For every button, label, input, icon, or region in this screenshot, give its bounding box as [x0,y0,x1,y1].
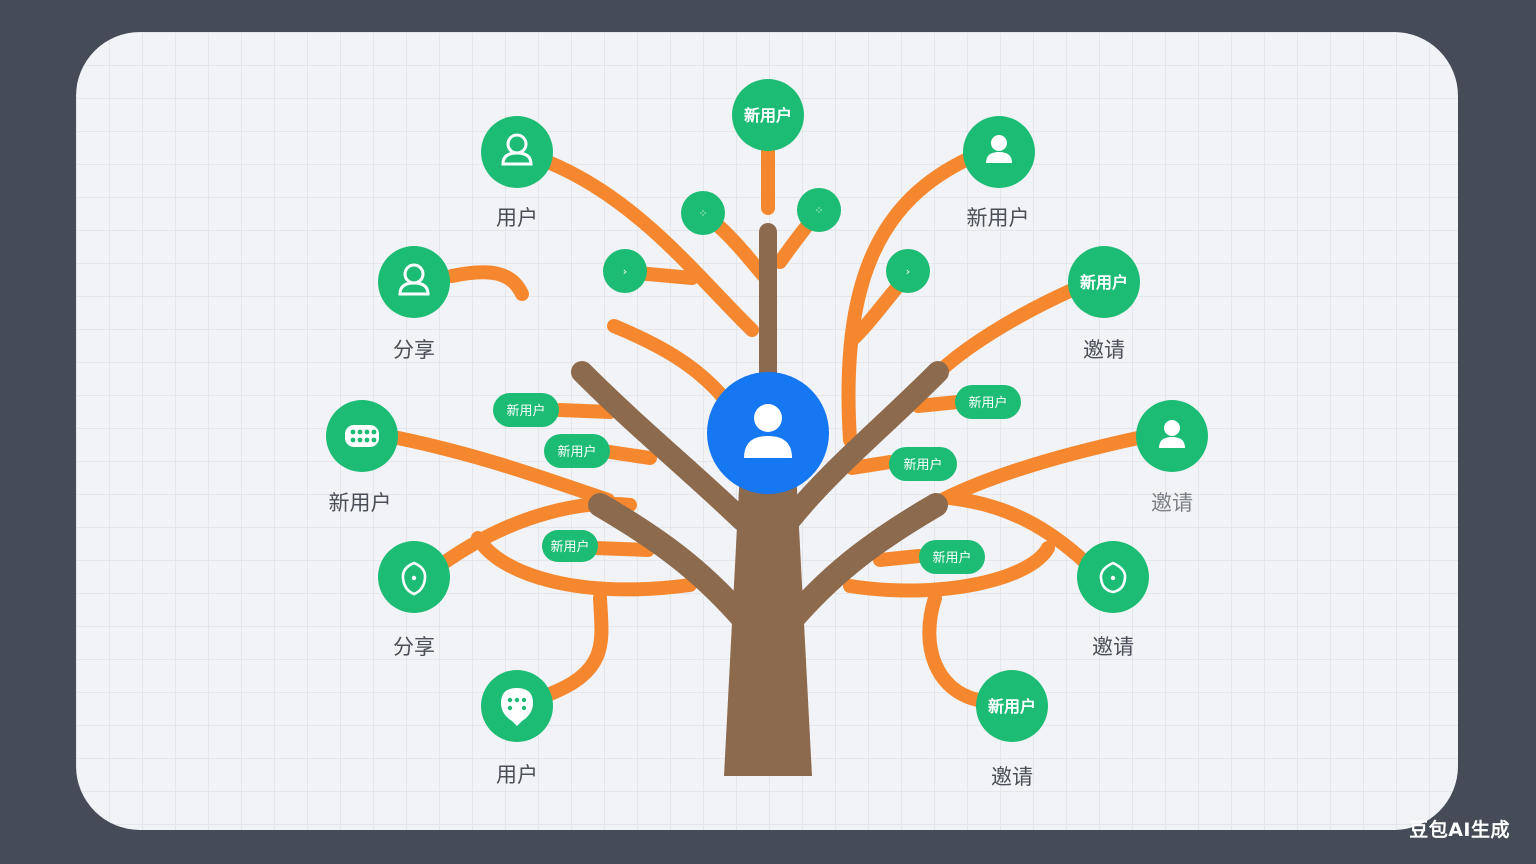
center-user-node[interactable] [707,372,829,494]
svg-text:›: › [906,265,910,278]
user-icon [1159,420,1185,448]
node-right-invite-label: 邀请 [1083,338,1125,362]
node-right-mid-label: 邀请 [1151,491,1193,515]
grid-dots-icon [345,425,379,447]
node-upper-left-label: 用户 [496,206,538,230]
pill-tag[interactable]: 新用户 [889,447,957,481]
pill-tag[interactable]: 新用户 [493,393,559,427]
node-top-text: 新用户 [744,106,792,125]
node-left-low-label: 分享 [393,635,435,659]
referral-tree-diagram: 新用户 用户 新用户 分享 [326,79,1208,789]
user-icon [744,404,792,458]
svg-text:新用户: 新用户 [550,539,589,555]
svg-text:新用户: 新用户 [968,395,1007,411]
node-left-mid-label: 新用户 [329,491,392,515]
pill-tag[interactable]: 新用户 [542,530,598,562]
watermark: 豆包AI生成 [1409,819,1510,841]
pill-tag[interactable]: 新用户 [955,385,1021,419]
node-right-low[interactable] [1077,541,1149,613]
connector-circle: ⁘ [797,188,841,232]
node-upper-right[interactable] [963,116,1035,188]
tree-trunk-base [724,470,812,776]
connector-circle: › [886,249,930,293]
node-upper-left[interactable] [481,116,553,188]
node-bottom-right-text: 新用户 [988,697,1036,716]
svg-text:新用户: 新用户 [932,550,971,566]
branch-lines [391,143,1145,707]
pill-tag[interactable]: 新用户 [544,434,610,468]
node-left-share-label: 分享 [393,338,435,362]
shield-icon [401,561,427,596]
node-bottom-right-label: 邀请 [991,765,1033,789]
node-bottom-right[interactable]: 新用户 [976,670,1048,742]
connector-circle: ⁘ [681,191,725,235]
svg-text:›: › [623,265,627,278]
user-outline-icon [501,133,533,166]
node-upper-right-label: 新用户 [967,206,1030,230]
node-right-low-label: 邀请 [1092,635,1134,659]
svg-text:⁘: ⁘ [814,204,823,217]
node-left-share[interactable] [378,246,450,318]
face-icon [501,688,533,726]
svg-text:新用户: 新用户 [506,403,545,419]
user-icon [986,135,1012,163]
node-top[interactable]: 新用户 [732,79,804,151]
connector-circle: › [603,249,647,293]
svg-text:新用户: 新用户 [903,457,942,473]
node-right-invite-text: 新用户 [1080,273,1128,292]
user-outline-icon [398,263,430,296]
svg-text:新用户: 新用户 [557,444,596,460]
node-right-invite[interactable]: 新用户 [1068,246,1140,318]
svg-text:⁘: ⁘ [698,207,707,220]
diagram-canvas: 新用户 用户 新用户 分享 [76,32,1458,830]
pill-tag[interactable]: 新用户 [919,540,985,574]
shield-icon [1099,561,1127,594]
node-right-mid[interactable] [1136,400,1208,472]
tree-trunk [571,223,949,627]
node-bottom-left[interactable] [481,670,553,742]
node-left-mid[interactable] [326,400,398,472]
node-left-low[interactable] [378,541,450,613]
node-bottom-left-label: 用户 [496,763,538,787]
